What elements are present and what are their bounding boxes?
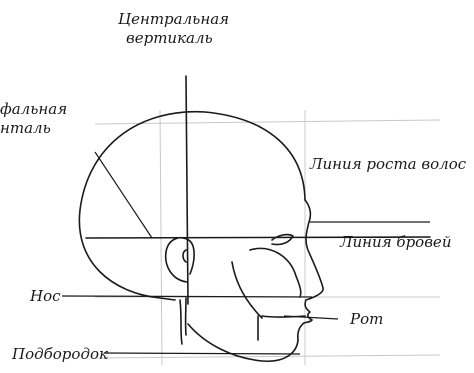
eye <box>272 235 293 245</box>
face-profile <box>304 200 323 323</box>
label-center-vertical-line2: вертикаль <box>126 29 213 47</box>
label-chin: Подбородок <box>12 345 108 363</box>
cranium-outline <box>79 112 305 300</box>
label-brow-line: Линия бровей <box>340 233 451 251</box>
central-vertical-line <box>186 76 188 304</box>
leader-center-horizontal <box>95 152 152 238</box>
ear-inner <box>183 250 186 262</box>
label-mouth: Рот <box>350 310 383 328</box>
label-hairline: Линия роста волос <box>310 155 466 173</box>
cheekbone-line <box>250 248 301 297</box>
chin-front <box>298 323 304 340</box>
label-nose: Нос <box>30 287 61 305</box>
ear <box>166 238 194 282</box>
label-center-horizontal-line2: нталь <box>0 119 51 137</box>
leader-chin <box>104 353 300 354</box>
label-center-vertical-line1: Центральная <box>118 10 229 28</box>
guide-chin-horizontal <box>95 355 440 358</box>
face-contour-line <box>232 262 262 318</box>
jaw-line <box>188 324 298 361</box>
label-center-horizontal-line1: фальная <box>0 100 67 118</box>
neck-back <box>180 300 182 344</box>
